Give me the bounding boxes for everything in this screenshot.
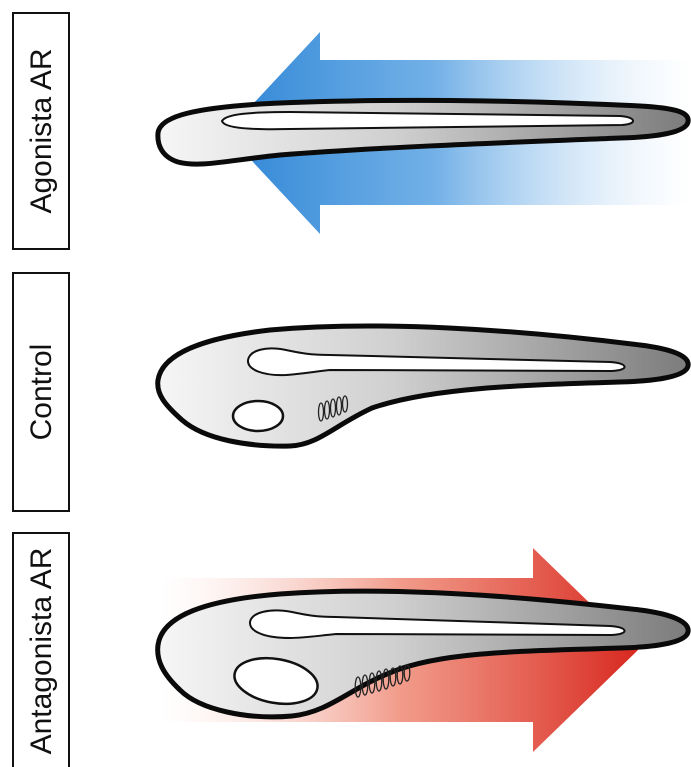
label-box-agonist: Agonista AR <box>13 13 69 249</box>
label-box-antagonist: Antagonista AR <box>13 533 69 767</box>
label-control: Control <box>25 344 58 441</box>
label-antagonist: Antagonista AR <box>25 548 58 755</box>
control-eye <box>233 401 283 431</box>
label-agonist: Agonista AR <box>25 48 58 213</box>
label-box-control: Control <box>13 273 69 511</box>
control-embryo <box>158 326 688 446</box>
